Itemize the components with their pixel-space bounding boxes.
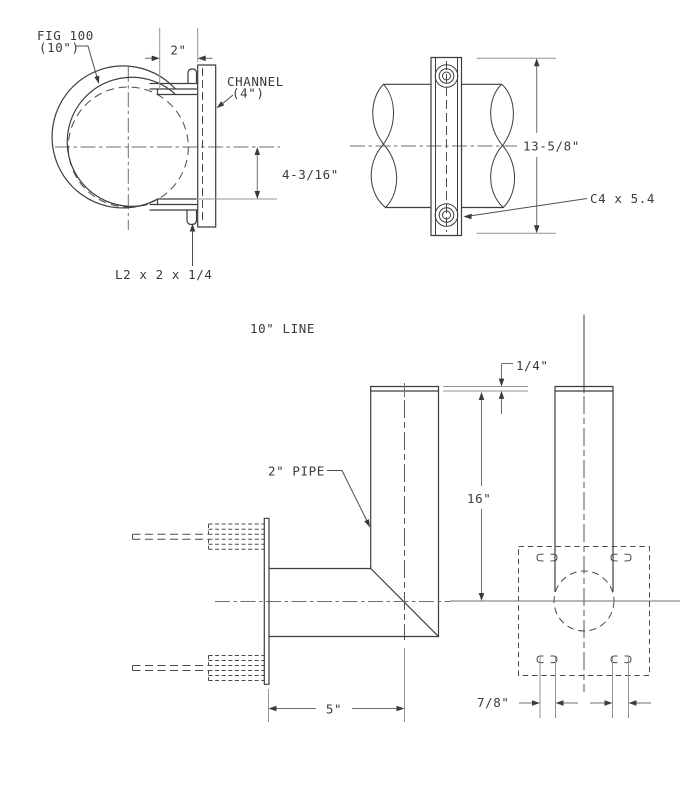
dim-5-label: 5" xyxy=(326,702,342,717)
fig-100-callout: FIG 100 (10") xyxy=(37,28,100,84)
arrowhead xyxy=(254,147,261,155)
plate-square xyxy=(518,546,650,676)
slot-hole xyxy=(610,553,632,562)
arrowhead xyxy=(268,705,277,712)
dimension-13-5-8: 13-5/8" xyxy=(476,57,580,234)
extension-lines xyxy=(476,57,556,234)
arrowhead xyxy=(151,55,160,62)
pipe-callout: 2" PIPE xyxy=(268,464,370,528)
arrowhead xyxy=(532,700,540,706)
u-bolt-inner-arc xyxy=(66,76,176,207)
leader-line xyxy=(327,470,368,523)
hidden-attachment-top xyxy=(132,523,264,550)
arrowhead xyxy=(628,700,637,706)
angle-spec-callout: L2 x 2 x 1/4 xyxy=(115,223,213,282)
arrowhead xyxy=(555,700,564,706)
angle-spec-label: L2 x 2 x 1/4 xyxy=(115,267,213,282)
channel-size-label: (4") xyxy=(232,86,265,101)
dimension-4-3-16: 4-3/16" xyxy=(196,147,339,200)
hidden-channel-lines xyxy=(208,655,264,681)
arrowhead xyxy=(216,101,225,109)
dimension-7-8: 7/8" xyxy=(477,657,651,718)
channel-edge xyxy=(197,64,217,228)
dim-7-8-label: 7/8" xyxy=(477,695,510,710)
leader-line xyxy=(75,45,98,80)
pipe-outline xyxy=(350,83,517,209)
arrowhead xyxy=(533,225,540,234)
channel-spec-label: C4 x 5.4 xyxy=(590,191,655,206)
dim-2in-label: 2" xyxy=(170,43,186,58)
pipe-label: 2" PIPE xyxy=(268,464,325,479)
arrowhead xyxy=(197,55,206,62)
channel-body xyxy=(430,56,463,237)
bolt-end-cap-bottom xyxy=(186,209,198,226)
extension-lines xyxy=(443,386,528,392)
channel-spec-callout: C4 x 5.4 xyxy=(463,191,655,220)
hidden-ubolt-leg xyxy=(132,533,209,540)
bolt-end-cap-top xyxy=(187,68,198,85)
channel-callout: CHANNEL (4") xyxy=(216,74,284,109)
pipe-top-cap xyxy=(554,385,614,392)
extension-lines xyxy=(159,28,199,90)
dim-13-5-8-label: 13-5/8" xyxy=(523,139,580,154)
pipe-break-right xyxy=(490,83,515,208)
pipe-circle xyxy=(67,86,189,208)
dimension-1-4: 1/4" xyxy=(443,358,549,414)
elbow-pipe xyxy=(215,383,450,640)
dimension-2in: 2" xyxy=(145,28,213,90)
u-bolt-bottom-leg xyxy=(149,203,198,211)
channel-label: CHANNEL xyxy=(227,74,284,89)
arrowhead xyxy=(478,392,485,400)
view-plate-plan: 7/8" xyxy=(450,314,680,718)
slot-hole xyxy=(536,655,558,664)
view-ubolt-front: 2" FIG 100 (10") CHANNEL (4") 4-3/16" xyxy=(37,28,339,282)
pipe-walls xyxy=(554,385,614,593)
pipe-break-right xyxy=(490,83,514,208)
dimension-line xyxy=(501,363,513,414)
arrowhead xyxy=(604,700,613,706)
dim-16-label: 16" xyxy=(467,491,491,506)
fig-100-label: FIG 100 xyxy=(37,28,94,43)
line-note-label: 10" LINE xyxy=(250,321,315,336)
arrowhead xyxy=(254,191,261,199)
fig-size-label: (10") xyxy=(39,40,80,55)
arrowhead xyxy=(478,593,485,601)
dim-1-4-label: 1/4" xyxy=(516,358,549,373)
arrowhead xyxy=(463,213,472,220)
view-elbow-front: 2" PIPE 1/4" 16" 5" xyxy=(132,358,549,722)
slot-hole xyxy=(536,553,558,562)
view-clamp-side: 13-5/8" C4 x 5.4 xyxy=(350,56,655,237)
arrowhead xyxy=(189,223,196,232)
arrowhead xyxy=(498,378,505,387)
arrowhead xyxy=(364,519,370,528)
end-plate xyxy=(263,517,270,685)
miter-joint xyxy=(370,567,440,638)
channel-flange-lines xyxy=(435,57,458,236)
channel-front xyxy=(430,56,463,237)
angle-bracket-bottom xyxy=(156,198,198,206)
arrowhead xyxy=(94,75,100,84)
hidden-channel-lines xyxy=(208,523,264,550)
dimension-5: 5" xyxy=(268,648,405,722)
arrowhead xyxy=(396,705,405,712)
u-bolt xyxy=(51,65,198,226)
dimension-16: 16" xyxy=(467,392,491,601)
bolt-icon xyxy=(434,203,459,227)
dim-4-3-16-label: 4-3/16" xyxy=(282,167,339,182)
bolt-icon xyxy=(434,64,459,88)
extension-lines xyxy=(539,657,629,718)
hidden-ubolt-leg xyxy=(132,665,209,671)
extension-lines xyxy=(268,648,405,722)
arrowhead xyxy=(533,58,540,67)
u-bolt-outer-arc xyxy=(51,65,176,209)
angle-bracket-top xyxy=(156,88,198,96)
hidden-attachment-bottom xyxy=(132,655,264,681)
leader-line xyxy=(470,198,588,217)
arrowhead xyxy=(498,391,505,399)
